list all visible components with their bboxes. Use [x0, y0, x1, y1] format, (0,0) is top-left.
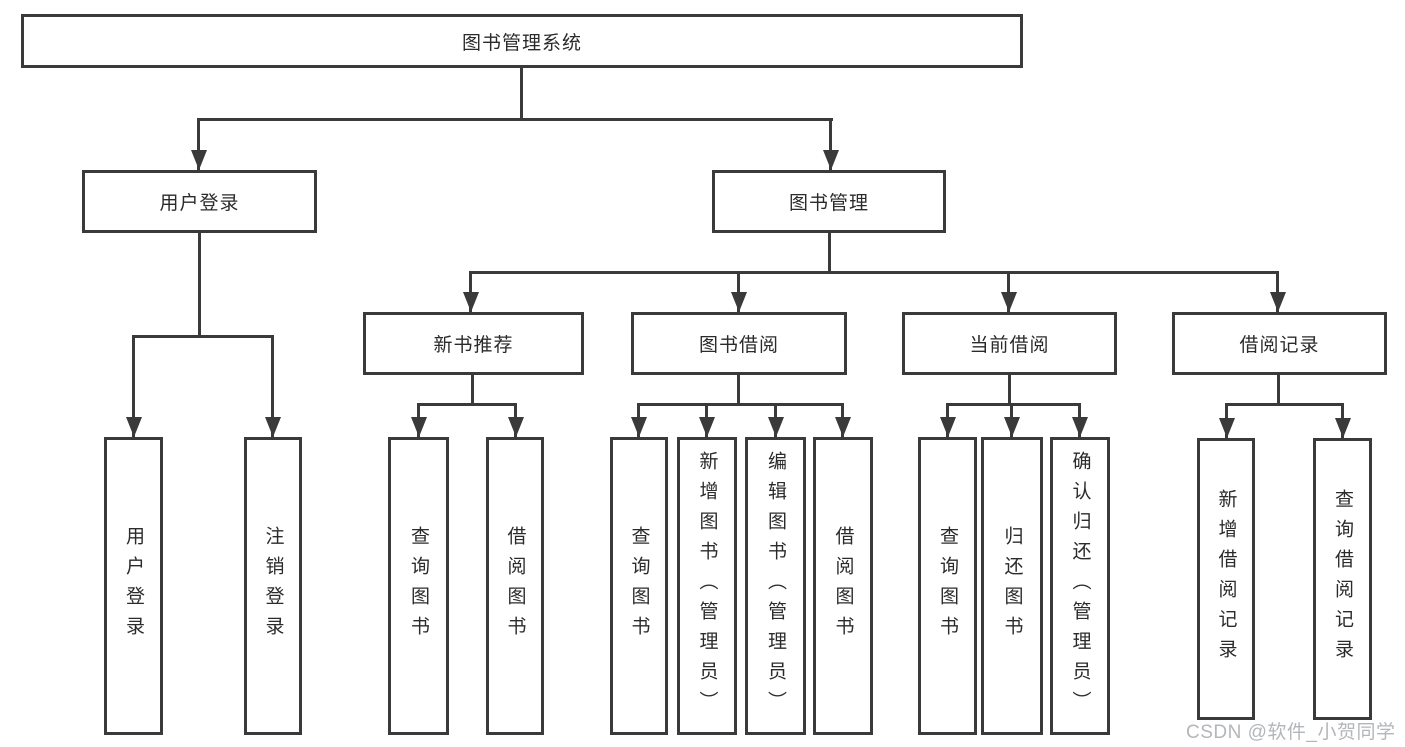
node-label: 查询图书 [937, 526, 958, 646]
connector-new-book-recommend-stem [471, 375, 474, 405]
connector-arrow-new-book-recommend [469, 274, 472, 312]
node-label: 借阅记录 [1239, 335, 1320, 356]
connector-arrow-cb-confirm-return [1078, 406, 1081, 437]
connector-root-stem [520, 68, 523, 121]
connector-user-login-rail [132, 335, 274, 338]
node-leaf-br-add-record: 新增借阅记录 [1197, 438, 1255, 720]
node-label: 用户登录 [159, 193, 240, 214]
node-leaf-cb-query-books: 查询图书 [918, 437, 977, 735]
node-label: 确认归还（管理员） [1069, 451, 1091, 721]
connector-current-borrow-rail [946, 403, 1081, 406]
node-label: 查询借阅记录 [1332, 489, 1353, 669]
node-leaf-logout: 注销登录 [244, 437, 302, 735]
connector-level3-rail [469, 271, 1279, 274]
node-root: 图书管理系统 [21, 14, 1023, 68]
node-label: 归还图书 [1001, 526, 1023, 646]
connector-current-borrow-stem [1008, 375, 1011, 405]
csdn-watermark: CSDN @软件_小贺同学 [1186, 722, 1396, 743]
node-leaf-bb-borrow-books: 借阅图书 [813, 437, 873, 735]
connector-book-borrow-rail [637, 403, 844, 406]
connector-level2-rail [197, 118, 833, 121]
node-label: 借阅图书 [832, 526, 854, 646]
connector-user-login-stem [198, 233, 201, 337]
connector-arrow-leaf-logout [271, 338, 274, 437]
node-label: 图书管理 [788, 193, 869, 214]
connector-arrow-leaf-user-login [132, 338, 135, 437]
node-new-book-recommend: 新书推荐 [363, 312, 584, 375]
connector-arrow-br-query-record [1341, 406, 1344, 438]
connector-arrow-nbr-borrow-books [514, 406, 517, 437]
connector-book-management-stem [828, 233, 831, 273]
node-label: 当前借阅 [969, 335, 1050, 356]
node-leaf-nbr-query-books: 查询图书 [388, 437, 449, 735]
node-leaf-cb-confirm-return-admin: 确认归还（管理员） [1050, 437, 1110, 735]
node-leaf-user-login: 用户登录 [104, 437, 163, 735]
node-leaf-bb-add-books-admin: 新增图书（管理员） [677, 437, 737, 735]
node-label: 编辑图书（管理员） [765, 451, 786, 721]
node-label: 新增图书（管理员） [696, 451, 718, 721]
node-user-login: 用户登录 [82, 170, 317, 233]
node-label: 用户登录 [123, 526, 144, 646]
connector-arrow-cb-query-books [946, 406, 949, 437]
node-label: 注销登录 [262, 526, 284, 646]
connector-new-book-recommend-rail [417, 403, 517, 406]
connector-arrow-bb-borrow-books [841, 406, 844, 437]
node-book-management: 图书管理 [712, 170, 946, 233]
connector-book-borrow-stem [737, 375, 740, 405]
node-label: 借阅图书 [504, 526, 526, 646]
node-label: 新书推荐 [433, 335, 514, 356]
connector-arrow-user-login [197, 121, 200, 170]
connector-borrow-records-rail [1225, 403, 1344, 406]
node-current-borrow: 当前借阅 [902, 312, 1117, 375]
connector-arrow-borrow-records [1276, 274, 1279, 312]
connector-arrow-book-borrow [737, 274, 740, 312]
connector-arrow-bb-query-books [637, 406, 640, 437]
node-label: 查询图书 [628, 526, 650, 646]
node-leaf-br-query-record: 查询借阅记录 [1313, 438, 1372, 720]
connector-arrow-cb-return-books [1010, 406, 1013, 437]
node-leaf-nbr-borrow-books: 借阅图书 [486, 437, 544, 735]
connector-arrow-br-add-record [1225, 406, 1228, 438]
connector-arrow-bb-add-books [705, 406, 708, 437]
node-label: 新增借阅记录 [1215, 489, 1237, 669]
node-label: 图书管理系统 [461, 32, 582, 54]
connector-arrow-book-management [829, 121, 832, 170]
node-borrow-records: 借阅记录 [1172, 312, 1387, 375]
connector-arrow-bb-edit-books [774, 406, 777, 437]
node-leaf-cb-return-books: 归还图书 [981, 437, 1043, 735]
connector-arrow-current-borrow [1007, 274, 1010, 312]
node-label: 图书借阅 [698, 335, 779, 356]
node-leaf-bb-query-books: 查询图书 [610, 437, 668, 735]
node-book-borrow: 图书借阅 [631, 312, 847, 375]
connector-borrow-records-stem [1277, 375, 1280, 405]
node-label: 查询图书 [408, 526, 429, 646]
node-leaf-bb-edit-books-admin: 编辑图书（管理员） [745, 437, 806, 735]
connector-arrow-nbr-query-books [417, 406, 420, 437]
